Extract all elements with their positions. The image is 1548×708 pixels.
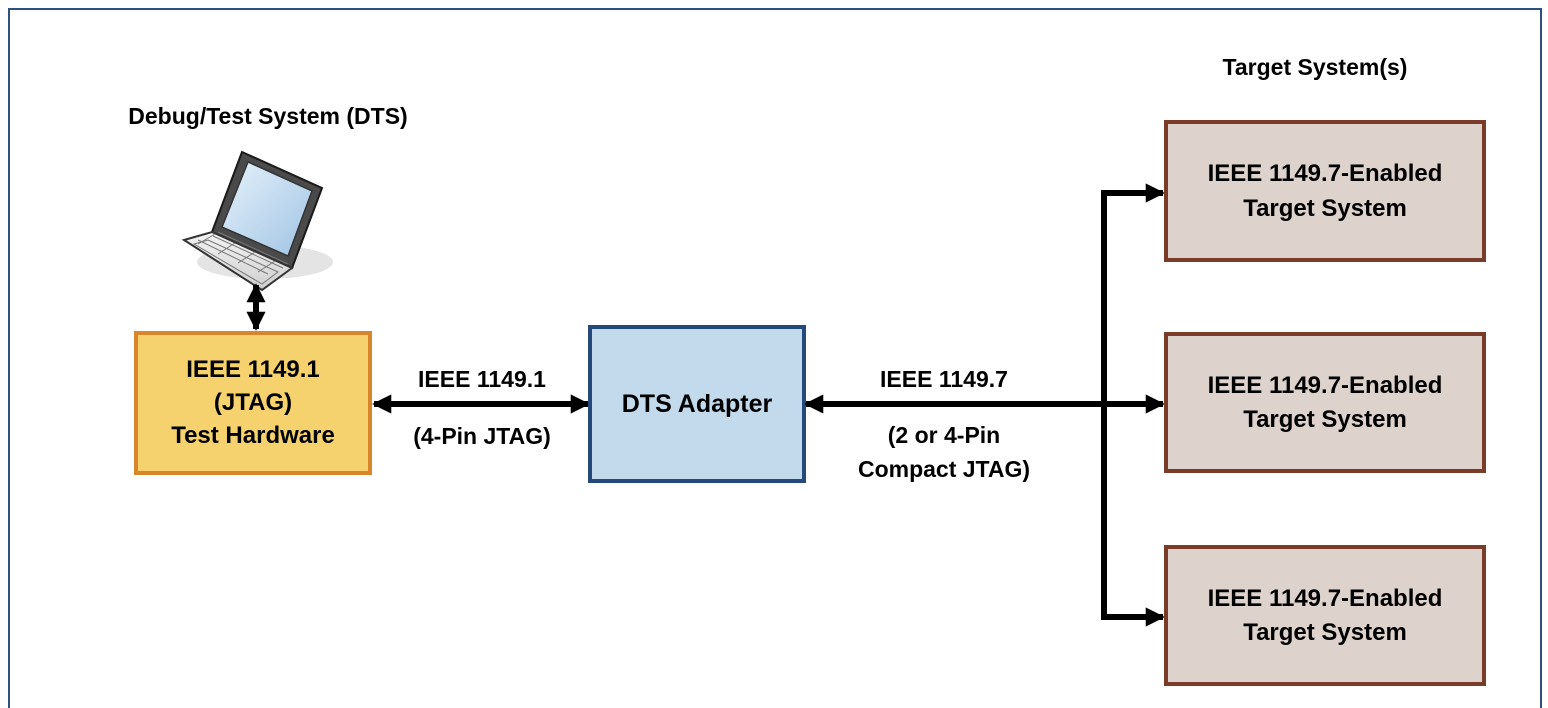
right-link-pins-line2: Compact JTAG) — [858, 456, 1030, 482]
left-link-standard: IEEE 1149.1 — [418, 366, 546, 392]
target-system-box: IEEE 1149.7-Enabled Target System — [1164, 332, 1486, 473]
target-label-line1: IEEE 1149.7-Enabled — [1208, 160, 1443, 187]
target-label-line2: Target System — [1243, 619, 1407, 646]
laptop-icon — [181, 150, 333, 292]
targets-title: Target System(s) — [1223, 54, 1408, 80]
target-label-line2: Target System — [1243, 406, 1407, 433]
dts-adapter-box: DTS Adapter — [588, 325, 806, 483]
test-hardware-line2: (JTAG) — [214, 389, 292, 416]
test-hardware-box: IEEE 1149.1 (JTAG) Test Hardware — [134, 331, 372, 475]
target-label-line2: Target System — [1243, 195, 1407, 222]
target-system-box: IEEE 1149.7-Enabled Target System — [1164, 120, 1486, 262]
test-hardware-line1: IEEE 1149.1 — [186, 356, 319, 383]
test-hardware-line3: Test Hardware — [171, 422, 335, 449]
dts-adapter-label: DTS Adapter — [622, 390, 773, 418]
target-label-line1: IEEE 1149.7-Enabled — [1208, 585, 1443, 612]
left-link-pins: (4-Pin JTAG) — [413, 423, 551, 449]
dts-title: Debug/Test System (DTS) — [128, 103, 407, 129]
right-link-pins-line1: (2 or 4-Pin — [888, 422, 1000, 448]
target-system-box: IEEE 1149.7-Enabled Target System — [1164, 545, 1486, 686]
diagram-frame — [8, 8, 1542, 708]
right-link-standard: IEEE 1149.7 — [880, 366, 1008, 392]
target-label-line1: IEEE 1149.7-Enabled — [1208, 372, 1443, 399]
